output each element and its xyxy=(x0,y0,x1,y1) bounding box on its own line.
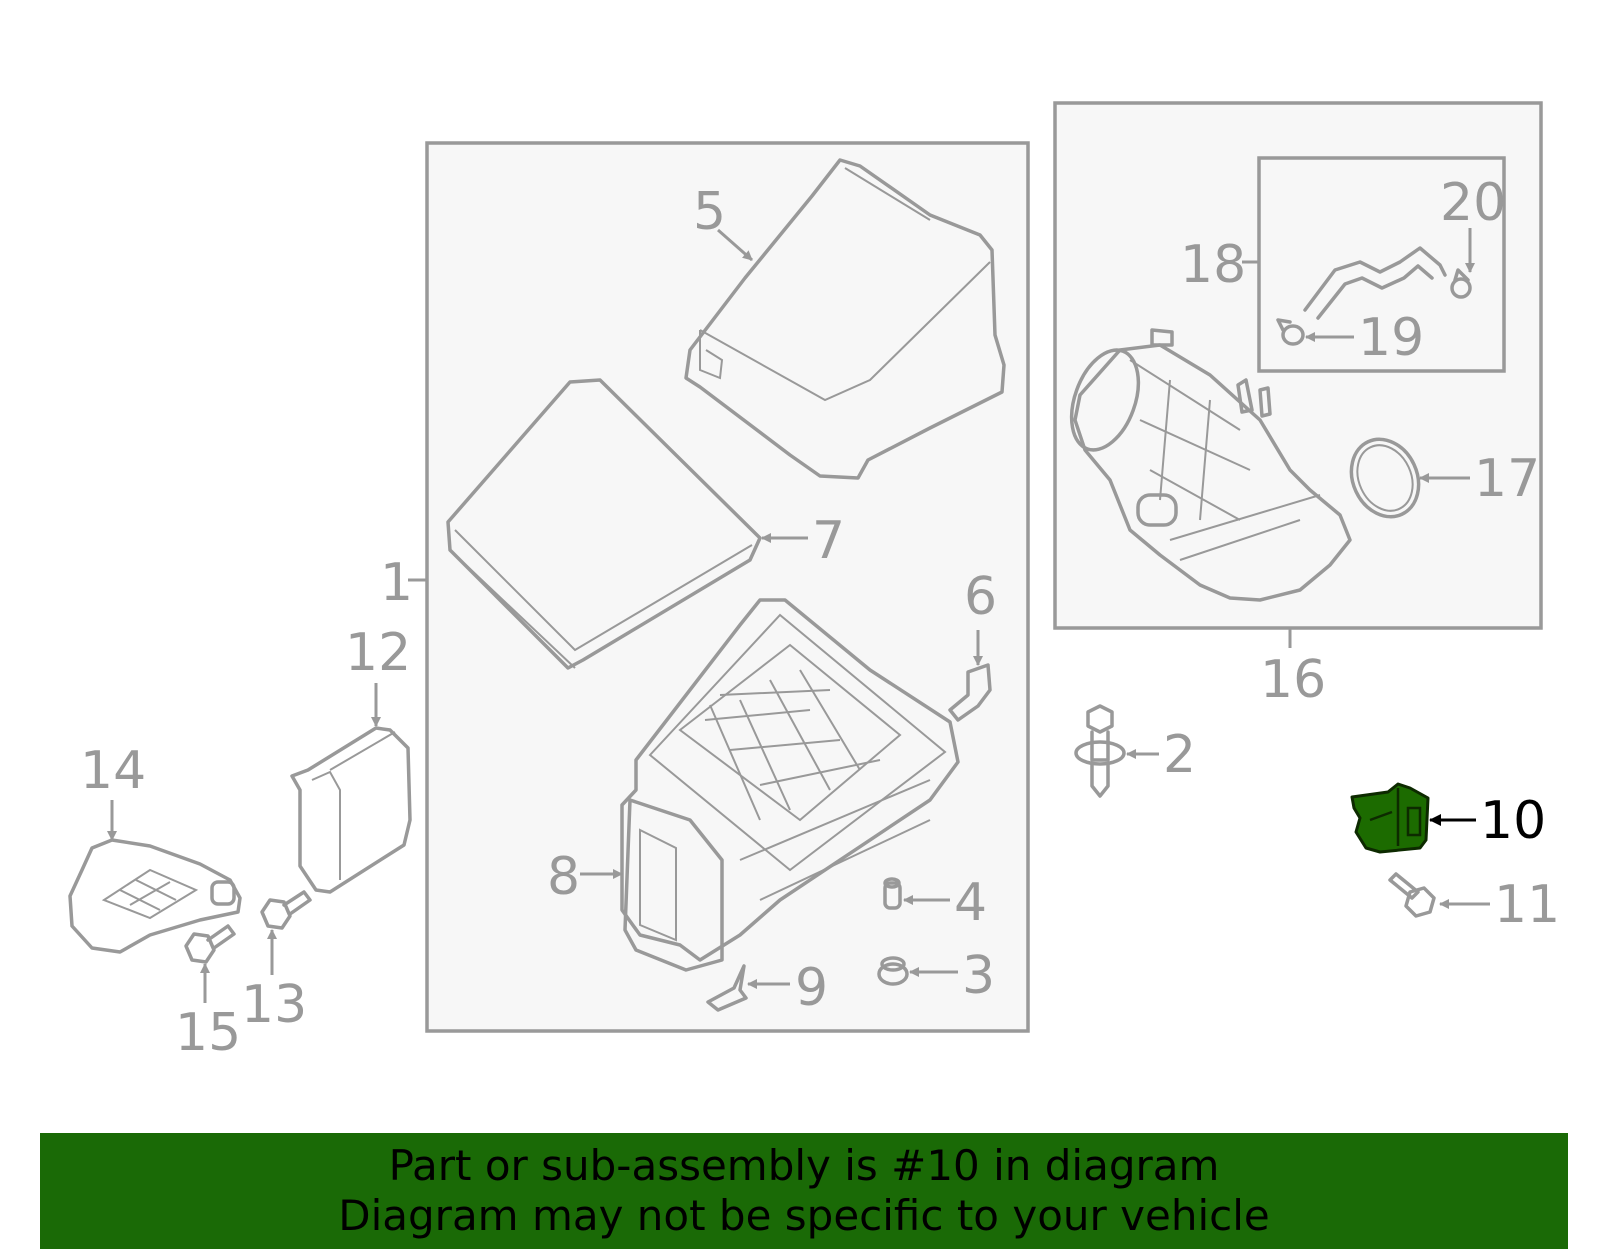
info-banner: Part or sub-assembly is #10 in diagram D… xyxy=(40,1133,1568,1249)
part-5-upper-cover[interactable] xyxy=(684,158,1006,480)
part-11-bolt[interactable] xyxy=(1388,872,1436,918)
callout-20: 20 xyxy=(1440,173,1506,233)
callout-9: 9 xyxy=(795,958,828,1018)
part-12-module[interactable] xyxy=(290,726,412,894)
callout-2: 2 xyxy=(1163,725,1196,785)
part-16-resonator[interactable] xyxy=(1059,328,1352,602)
part-20-clamp[interactable] xyxy=(1450,268,1472,299)
callout-7: 7 xyxy=(812,511,845,571)
air-cleaner-assembly-box xyxy=(425,141,1030,1033)
banner-line-2: Diagram may not be specific to your vehi… xyxy=(338,1191,1270,1240)
callout-14: 14 xyxy=(80,741,146,801)
callout-labels: 1 2 3 4 5 6 7 8 9 10 11 12 13 14 15 16 1… xyxy=(80,173,1560,1063)
hose-subassembly-box xyxy=(1257,156,1506,373)
part-2-pin[interactable] xyxy=(1074,704,1126,798)
callout-13: 13 xyxy=(241,975,307,1035)
callout-15: 15 xyxy=(175,1003,241,1063)
part-3-grommet[interactable] xyxy=(877,956,909,986)
callout-1: 1 xyxy=(380,553,413,613)
banner-line-1: Part or sub-assembly is #10 in diagram xyxy=(388,1141,1220,1190)
part-13-bolt[interactable] xyxy=(260,890,312,930)
callout-3: 3 xyxy=(962,946,995,1006)
part-10-bracket-highlighted[interactable] xyxy=(1350,782,1430,854)
callout-8: 8 xyxy=(547,847,580,907)
part-19-clamp[interactable] xyxy=(1276,318,1305,346)
callout-6: 6 xyxy=(964,567,997,627)
callout-18: 18 xyxy=(1180,235,1246,295)
part-17-seal[interactable] xyxy=(1339,428,1431,528)
part-4-sleeve[interactable] xyxy=(883,877,902,910)
part-18-hose[interactable] xyxy=(1303,246,1447,320)
callout-leaders xyxy=(107,228,1490,1003)
part-9-clip[interactable] xyxy=(706,964,748,1012)
part-7-filter-element[interactable] xyxy=(446,378,762,670)
part-14-intake-duct[interactable] xyxy=(68,838,242,954)
callout-16: 16 xyxy=(1260,650,1326,710)
callout-17: 17 xyxy=(1474,449,1540,509)
part-6-bracket[interactable] xyxy=(948,663,992,722)
callout-10: 10 xyxy=(1480,791,1546,851)
callout-11: 11 xyxy=(1494,875,1560,935)
callout-19: 19 xyxy=(1358,308,1424,368)
part-15-bolt[interactable] xyxy=(184,924,236,964)
callout-4: 4 xyxy=(954,873,987,933)
callout-12: 12 xyxy=(345,623,411,683)
callout-5: 5 xyxy=(693,182,726,242)
